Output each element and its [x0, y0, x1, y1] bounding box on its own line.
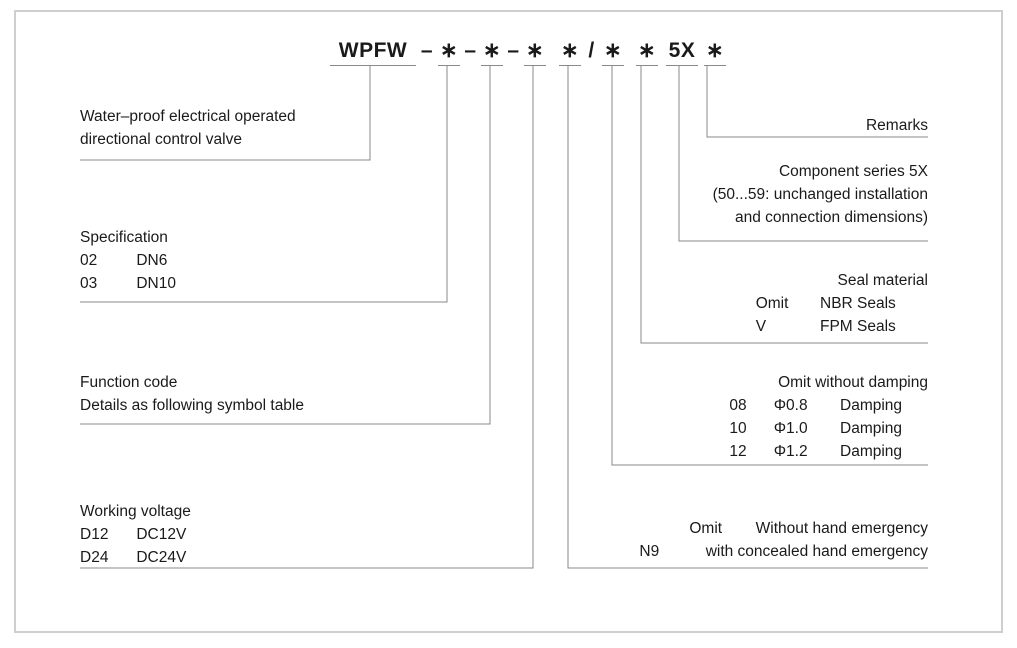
diagram-frame — [14, 10, 1003, 633]
hand-emergency-code: N9 — [639, 543, 660, 560]
ordering-code-string: WPFW – ∗ – ∗ – ∗ ∗ / ∗ ∗ 5X ∗ — [330, 40, 726, 70]
seal-material-code: V — [755, 318, 767, 335]
hand-emergency-value: Without hand emergency — [755, 520, 928, 537]
working-voltage-row: D24 DC24V — [80, 546, 191, 569]
code-segment-type: WPFW — [330, 40, 416, 66]
specification-code: 03 — [80, 275, 98, 292]
seal-material-heading: Seal material — [837, 272, 928, 289]
component-series-line-2: (50...59: unchanged installation — [712, 186, 928, 203]
block-product-name: Water–proof electrical operated directio… — [80, 105, 296, 151]
specification-value: DN6 — [136, 252, 168, 269]
damping-heading: Omit without damping — [778, 374, 928, 391]
working-voltage-heading: Working voltage — [80, 503, 191, 520]
block-hand-emergency: Omit Without hand emergency N9 with conc… — [628, 517, 928, 563]
damping-size: Φ1.2 — [773, 443, 808, 460]
damping-label: Damping — [840, 420, 903, 437]
hand-emergency-value: with concealed hand emergency — [705, 543, 928, 560]
damping-size: Φ0.8 — [773, 397, 808, 414]
seal-material-row: Omit NBR Seals — [628, 292, 928, 315]
code-segment-damping: ∗ — [602, 40, 624, 66]
working-voltage-row: D12 DC12V — [80, 523, 191, 546]
seal-material-row: V FPM Seals — [628, 315, 928, 338]
block-specification: Specification 02 DN6 03 DN10 — [80, 226, 176, 295]
function-code-detail: Details as following symbol table — [80, 397, 304, 414]
damping-size: Φ1.0 — [773, 420, 808, 437]
working-voltage-code: D24 — [80, 549, 109, 566]
damping-code: 12 — [729, 443, 747, 460]
component-series-line-1: Component series 5X — [778, 163, 928, 180]
block-damping: Omit without damping 08 Φ0.8 Damping 10 … — [628, 371, 928, 463]
damping-row: 10 Φ1.0 Damping — [628, 417, 928, 440]
code-segment-function: ∗ — [481, 40, 503, 66]
hand-emergency-row: Omit Without hand emergency — [628, 517, 928, 540]
seal-material-value: NBR Seals — [820, 295, 896, 312]
damping-label: Damping — [840, 397, 903, 414]
damping-label: Damping — [840, 443, 903, 460]
block-function-code: Function code Details as following symbo… — [80, 371, 304, 417]
component-series-line-3: and connection dimensions) — [734, 209, 928, 226]
code-dash-1: – — [420, 39, 434, 62]
code-segment-specification: ∗ — [438, 40, 460, 66]
working-voltage-code: D12 — [80, 526, 109, 543]
specification-row: 03 DN10 — [80, 272, 176, 295]
hand-emergency-code: Omit — [689, 520, 723, 537]
damping-code: 08 — [729, 397, 747, 414]
block-component-series: Component series 5X (50...59: unchanged … — [628, 160, 928, 229]
specification-value: DN10 — [136, 275, 176, 292]
code-segment-hand-emergency: ∗ — [559, 40, 581, 66]
code-segment-seal: ∗ — [636, 40, 658, 66]
remarks-label: Remarks — [865, 117, 928, 134]
code-segment-series: 5X — [666, 40, 698, 66]
seal-material-value: FPM Seals — [820, 318, 896, 335]
working-voltage-value: DC12V — [136, 526, 187, 543]
product-name-line-1: Water–proof electrical operated — [80, 108, 296, 125]
code-slash: / — [588, 39, 595, 62]
specification-code: 02 — [80, 252, 98, 269]
function-code-heading: Function code — [80, 374, 178, 391]
specification-heading: Specification — [80, 229, 168, 246]
hand-emergency-row: N9 with concealed hand emergency — [628, 540, 928, 563]
damping-row: 12 Φ1.2 Damping — [628, 440, 928, 463]
damping-code: 10 — [729, 420, 747, 437]
working-voltage-value: DC24V — [136, 549, 187, 566]
code-segment-voltage: ∗ — [524, 40, 546, 66]
seal-material-code: Omit — [755, 295, 789, 312]
specification-row: 02 DN6 — [80, 249, 176, 272]
damping-row: 08 Φ0.8 Damping — [628, 394, 928, 417]
product-name-line-2: directional control valve — [80, 131, 242, 148]
code-segment-remarks: ∗ — [704, 40, 726, 66]
code-dash-2: – — [464, 39, 477, 62]
block-remarks: Remarks — [628, 114, 928, 137]
code-dash-3: – — [507, 39, 520, 62]
block-seal-material: Seal material Omit NBR Seals V FPM Seals — [628, 269, 928, 338]
block-working-voltage: Working voltage D12 DC12V D24 DC24V — [80, 500, 191, 569]
